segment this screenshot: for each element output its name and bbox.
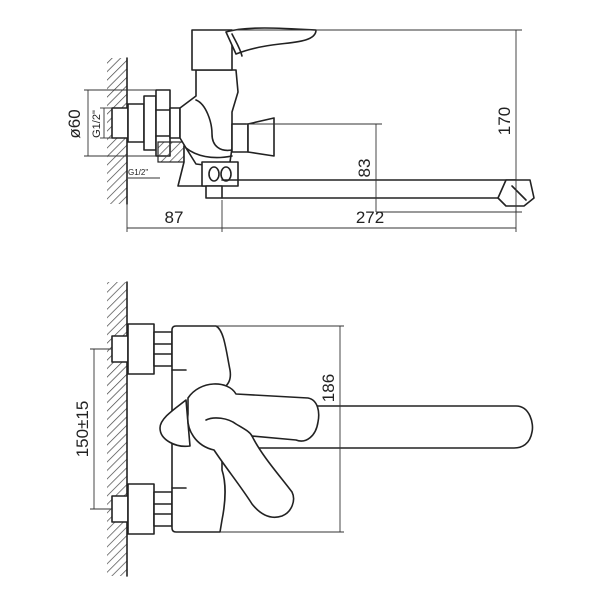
- dim-label-186: 186: [319, 374, 338, 402]
- spout-nut: [201, 161, 239, 199]
- dim-label-150: 150±15: [73, 401, 92, 458]
- front-wall-hatch: [107, 282, 127, 576]
- front-view: 186 150±15: [73, 281, 534, 577]
- lower-eccentric: [111, 483, 173, 535]
- dim-label-272: 272: [356, 208, 384, 227]
- mixer-boss: [159, 399, 191, 448]
- dim-label-83: 83: [355, 159, 374, 178]
- dim-label-87: 87: [165, 208, 184, 227]
- eccentric-fitting: [111, 89, 181, 157]
- lever-handle-side: [191, 27, 317, 71]
- thread-label-outlet: G1/2": [128, 168, 148, 177]
- diverter-knob: [231, 117, 275, 157]
- dim-label-170: 170: [495, 107, 514, 135]
- upper-eccentric: [111, 323, 173, 375]
- side-view: 170 83 87 272 ø60 G1/2" G1/2": [65, 27, 535, 232]
- lever-handle-front: [187, 383, 320, 519]
- dim-label-60: ø60: [65, 109, 84, 138]
- thread-label-inlet: G1/2": [91, 110, 103, 138]
- spout-side: [221, 179, 535, 207]
